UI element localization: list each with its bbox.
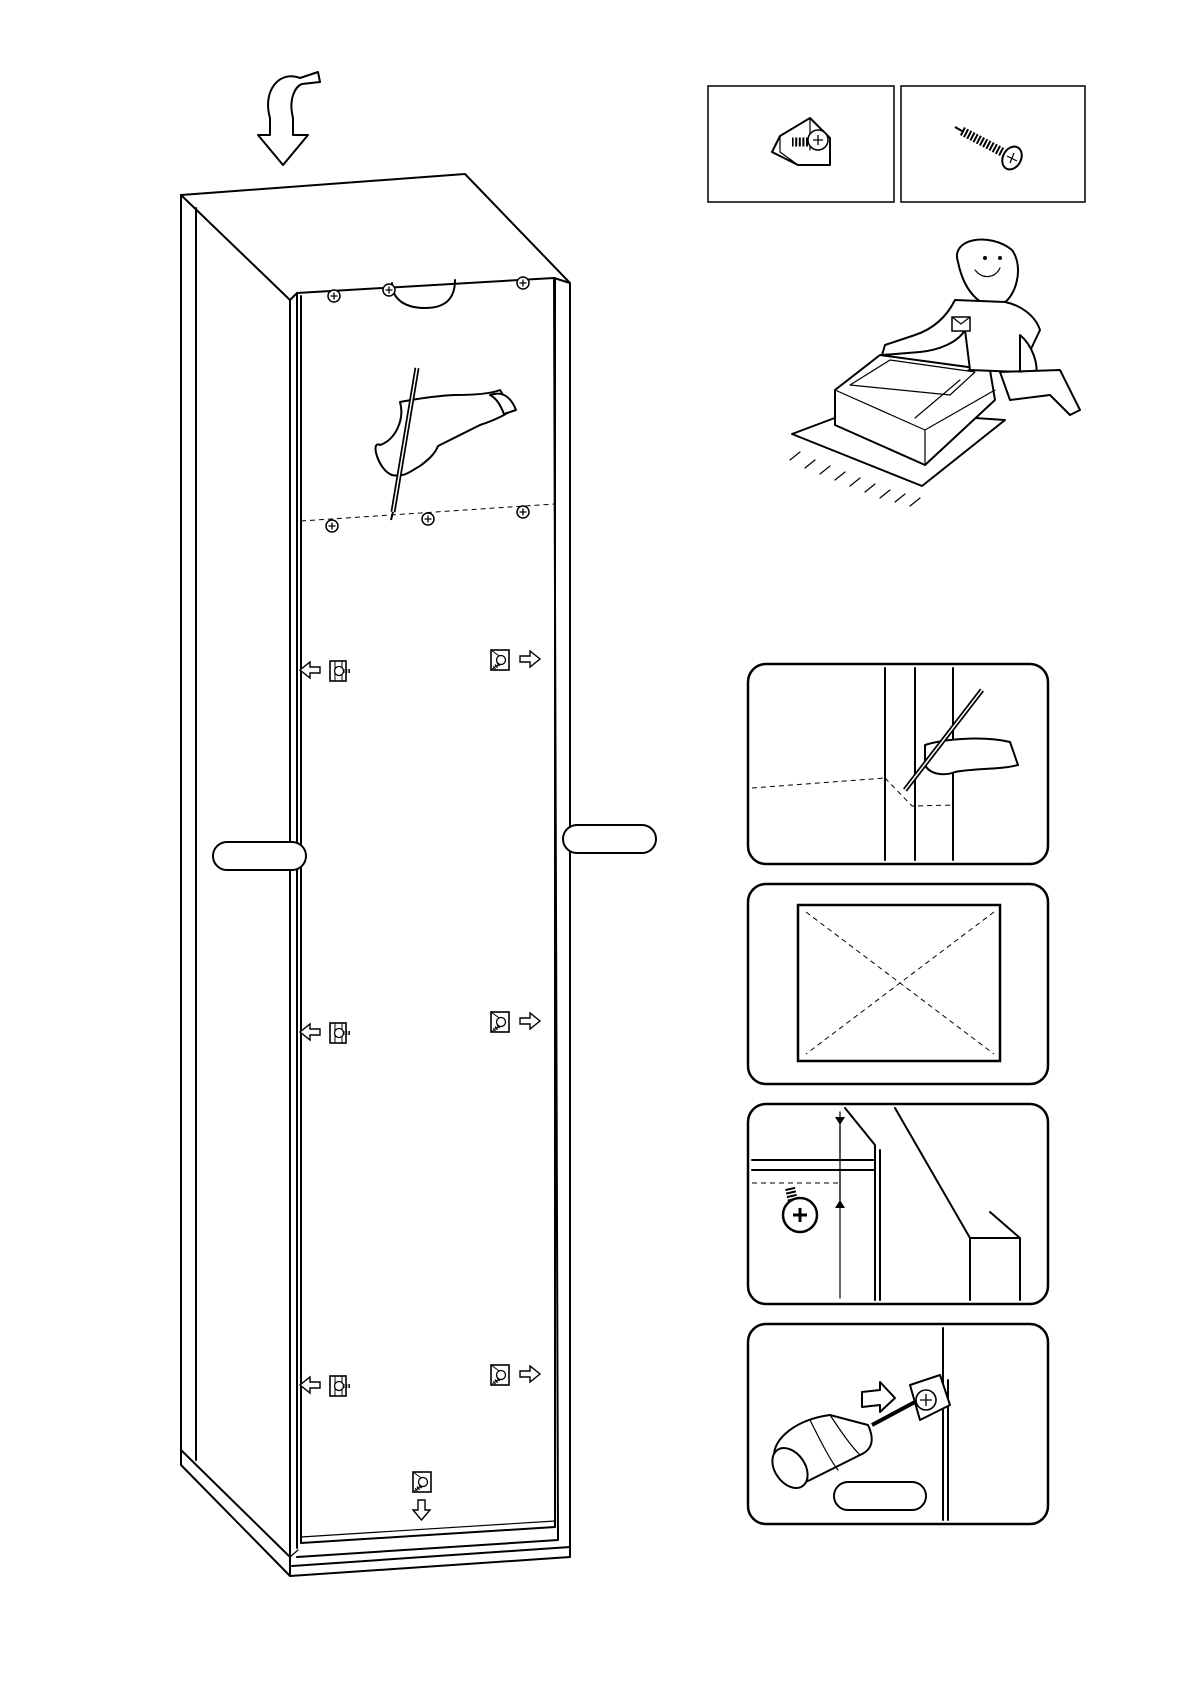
detail-panel-screwdriver — [748, 1324, 1048, 1524]
brackets-row-3 — [300, 1365, 540, 1396]
side-oval-right — [563, 825, 656, 853]
part-box-screw — [901, 86, 1085, 202]
detail-panel-mark-line — [748, 664, 1048, 864]
brackets-row-2 — [300, 1012, 540, 1043]
part-box-bracket — [708, 86, 894, 202]
detail-panel-diagonal — [748, 884, 1048, 1084]
wardrobe-cabinet — [181, 174, 570, 1576]
brackets-row-1 — [300, 650, 540, 681]
diagonal-square-icon — [798, 905, 1000, 1061]
detail-panel-screw-height — [748, 1104, 1048, 1304]
turn-over-arrow-icon — [258, 72, 320, 165]
detail-oval — [834, 1482, 926, 1510]
person-assembling-illustration — [790, 240, 1080, 506]
mark-line-screws — [326, 506, 529, 532]
side-oval-left — [213, 842, 306, 870]
hand-with-pencil-icon — [376, 368, 516, 520]
bottom-bracket — [413, 1472, 431, 1520]
